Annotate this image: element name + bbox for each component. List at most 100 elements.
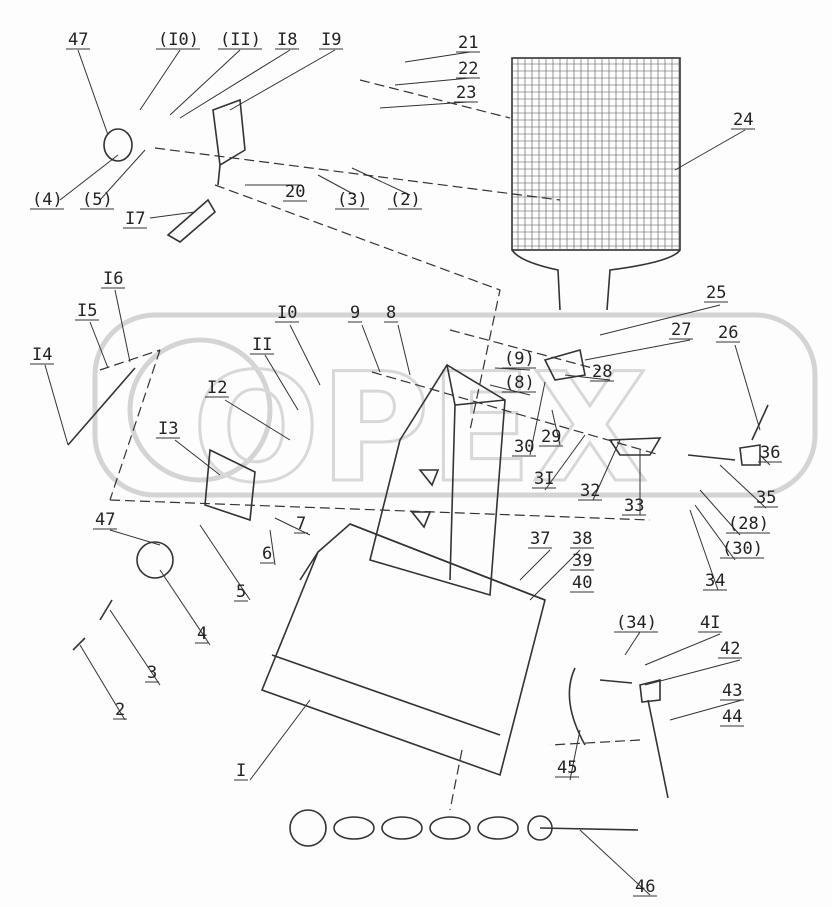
part-label: 6 xyxy=(262,544,272,564)
leader-line xyxy=(199,524,251,601)
leader-line xyxy=(394,77,471,86)
leader-line xyxy=(644,659,741,686)
part-label: 28 xyxy=(592,362,612,382)
leader-line xyxy=(592,439,621,501)
part-label: 24 xyxy=(733,110,753,130)
part-label: 2 xyxy=(115,700,125,720)
part-label: 21 xyxy=(458,33,478,53)
bucket-1 xyxy=(260,523,546,777)
leader-line xyxy=(44,364,69,446)
part-label: 36 xyxy=(760,443,780,463)
part-label: 3I xyxy=(534,469,554,489)
part-label: I6 xyxy=(103,269,123,289)
watermark-text: OPEX xyxy=(192,342,648,516)
leader-line xyxy=(224,399,291,441)
leader-line xyxy=(719,464,767,509)
part-label: (II) xyxy=(220,30,261,50)
leader-line xyxy=(689,509,719,591)
leader-line xyxy=(584,339,691,361)
part-label: I0 xyxy=(277,303,297,323)
part-label: 45 xyxy=(557,758,577,778)
part-label: 44 xyxy=(722,707,742,727)
part-label: 23 xyxy=(456,83,476,103)
part-label: 29 xyxy=(541,427,561,447)
leader-line xyxy=(99,149,146,201)
leader-line xyxy=(529,549,581,601)
part-label: I4 xyxy=(32,345,52,365)
part-label: I2 xyxy=(207,378,227,398)
leader-line xyxy=(644,633,721,666)
part-label: 39 xyxy=(572,551,592,571)
part-label: I8 xyxy=(277,30,297,50)
part-label: (4) xyxy=(32,190,63,210)
part-label: I3 xyxy=(158,419,178,439)
leader-line xyxy=(179,49,291,119)
leader-line xyxy=(109,529,161,546)
leader-line xyxy=(579,829,651,896)
small-parts xyxy=(67,98,769,799)
part-label: (2) xyxy=(390,190,421,210)
leader-line xyxy=(694,504,736,561)
leader-line xyxy=(274,517,311,536)
leader-line xyxy=(79,644,126,721)
part-label: 27 xyxy=(671,320,691,340)
tower xyxy=(369,363,506,597)
part-label: 7 xyxy=(296,514,306,534)
part-label: 5 xyxy=(236,582,246,602)
part-label: 34 xyxy=(705,571,725,591)
part-label: 4I xyxy=(700,613,720,633)
part-label: 22 xyxy=(458,59,478,79)
leader-line xyxy=(229,49,336,111)
leader-line xyxy=(109,609,161,686)
part-label: 33 xyxy=(624,496,644,516)
part-label: I7 xyxy=(125,209,145,229)
part-label: 37 xyxy=(530,529,550,549)
part-label: 8 xyxy=(386,303,396,323)
part-label: 9 xyxy=(350,303,360,323)
part-label: 4 xyxy=(197,624,207,644)
leader-line xyxy=(564,374,611,381)
part-label: 47 xyxy=(68,30,88,50)
chain-46 xyxy=(289,809,639,847)
part-label: 30 xyxy=(514,437,534,457)
part-label: 43 xyxy=(722,681,742,701)
leader-line xyxy=(379,101,469,109)
part-label: (34) xyxy=(616,613,657,633)
part-label: I5 xyxy=(77,301,97,321)
part-label: 32 xyxy=(580,481,600,501)
leader-line xyxy=(269,529,276,566)
leader-line xyxy=(289,324,321,386)
leader-line xyxy=(397,324,411,376)
watermark-logo: OPEX xyxy=(92,312,818,518)
leader-line xyxy=(569,729,581,781)
part-label: 38 xyxy=(572,529,592,549)
leader-line xyxy=(317,174,356,196)
leader-line xyxy=(494,367,531,371)
leader-line xyxy=(351,167,411,196)
leader-line xyxy=(249,699,311,781)
part-label: 42 xyxy=(720,639,740,659)
leader-line xyxy=(489,384,531,396)
leader-line xyxy=(734,344,761,431)
part-label: 47 xyxy=(95,510,115,530)
leader-line xyxy=(404,51,471,63)
leader-line xyxy=(114,289,131,363)
leader-line xyxy=(529,381,546,456)
part-label: 25 xyxy=(706,283,726,303)
part-label: I xyxy=(236,761,246,781)
leader-line xyxy=(699,489,741,536)
leader-line xyxy=(149,211,196,219)
leader-line xyxy=(174,439,221,476)
leader-line xyxy=(361,324,381,373)
part-label: I9 xyxy=(321,30,341,50)
leader-line xyxy=(599,304,721,336)
part-label: (9) xyxy=(504,349,535,369)
part-label: (3) xyxy=(337,190,368,210)
leader-line xyxy=(669,699,743,721)
part-label: 20 xyxy=(285,182,305,202)
part-label: (8) xyxy=(504,373,535,393)
leader-line xyxy=(59,154,119,201)
leader-line xyxy=(544,434,586,491)
